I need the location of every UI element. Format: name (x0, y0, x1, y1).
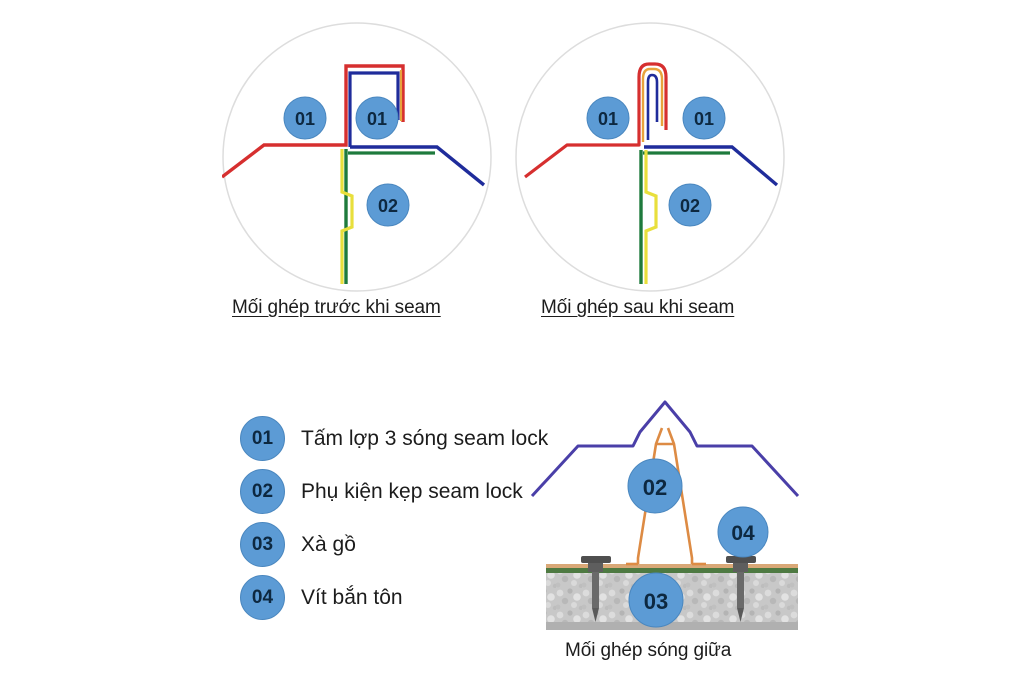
legend-badge-02: 02 (240, 469, 285, 514)
panel-right-navy-folded-leaf (646, 73, 659, 140)
badge-02-clip-circle (668, 183, 712, 227)
legend-badge-03: 03 (240, 522, 285, 567)
caption-mid-rib-joint: Mối ghép sóng giữa (565, 640, 732, 661)
purlin-green-top (546, 568, 798, 573)
screw-left-head (581, 556, 611, 563)
legend-item-03: 03 Xà gồ (240, 518, 560, 571)
screw-right-collar (733, 563, 748, 572)
badge-02-clip-text: 02 (378, 196, 398, 216)
badge-02-clip-text: 02 (680, 196, 700, 216)
badge-group-before: 01 01 02 (283, 96, 410, 227)
assembly-mid-rib-joint: 02 03 04 (530, 368, 820, 638)
screw-right (726, 556, 756, 622)
screw-left-collar (588, 563, 603, 572)
badge-04-screw-circle (717, 506, 769, 558)
caption-after-seam: Mối ghép sau khi seam (541, 297, 735, 318)
legend-item-01: 01 Tấm lợp 3 sóng seam lock (240, 412, 560, 465)
screw-right-shank (737, 572, 744, 608)
badge-03-purlin-circle (628, 572, 684, 628)
legend-badge-01: 01 (240, 416, 285, 461)
badge-01-left-text: 01 (598, 109, 618, 129)
panel-right-navy-pan (644, 145, 779, 187)
clip-yellow-profile (644, 150, 658, 284)
legend-item-04: 04 Vít bắn tôn (240, 571, 560, 624)
seam-orange-lining (641, 67, 664, 142)
assembly-badges: 02 03 04 (627, 458, 769, 628)
legend: 01 Tấm lợp 3 sóng seam lock 02 Phụ kiện … (240, 412, 560, 624)
badge-01-right-text: 01 (694, 109, 714, 129)
screw-left-shank (592, 572, 599, 608)
caption-before-seam: Mối ghép trước khi seam (232, 297, 441, 318)
detail-after-seam: 01 01 02 (515, 22, 785, 292)
badge-02-clip-circle (366, 183, 410, 227)
detail-before-seam: 01 01 02 (222, 22, 492, 292)
purlin-base-band (546, 622, 798, 630)
legend-item-02: 02 Phụ kiện kẹp seam lock (240, 465, 560, 518)
detail-circle-outline (222, 22, 492, 292)
badge-02-seam-clip-text: 02 (643, 475, 667, 500)
clip-base-flange (546, 564, 798, 568)
legend-label-03: Xà gồ (301, 532, 356, 556)
badge-03-purlin-text: 03 (644, 589, 668, 614)
detail-after-seam-svg: 01 01 02 (515, 22, 785, 292)
badge-01-right-circle (682, 96, 726, 140)
badge-01-left-circle (283, 96, 327, 140)
assembly-svg: 02 03 04 (530, 400, 800, 630)
legend-badge-04: 04 (240, 575, 285, 620)
screw-left (581, 556, 611, 622)
panel-left-red-seam-wrap (524, 62, 668, 179)
clip-yellow-profile (340, 149, 354, 284)
panel-purple-profile (530, 400, 800, 498)
legend-label-02: Phụ kiện kẹp seam lock (301, 479, 523, 503)
legend-label-04: Vít bắn tôn (301, 585, 403, 609)
badge-01-right-text: 01 (367, 109, 387, 129)
detail-before-seam-svg: 01 01 02 (222, 22, 492, 292)
badge-01-left-text: 01 (295, 109, 315, 129)
clip-orange-right-leg (666, 427, 694, 564)
badge-01-right-circle (355, 96, 399, 140)
detail-circle-outline (515, 22, 785, 292)
badge-02-seam-clip-circle (627, 458, 683, 514)
panel-left-red-profile (222, 64, 405, 179)
screw-right-head (726, 556, 756, 563)
badge-01-left-circle (586, 96, 630, 140)
legend-label-01: Tấm lợp 3 sóng seam lock (301, 426, 549, 450)
screw-left-tip (592, 608, 599, 622)
panel-right-navy-upstand (348, 71, 400, 147)
panel-right-navy-pan (350, 145, 486, 187)
badge-04-screw-text: 04 (731, 522, 755, 545)
badge-group-after: 01 01 02 (586, 96, 726, 227)
screw-right-tip (737, 608, 744, 622)
